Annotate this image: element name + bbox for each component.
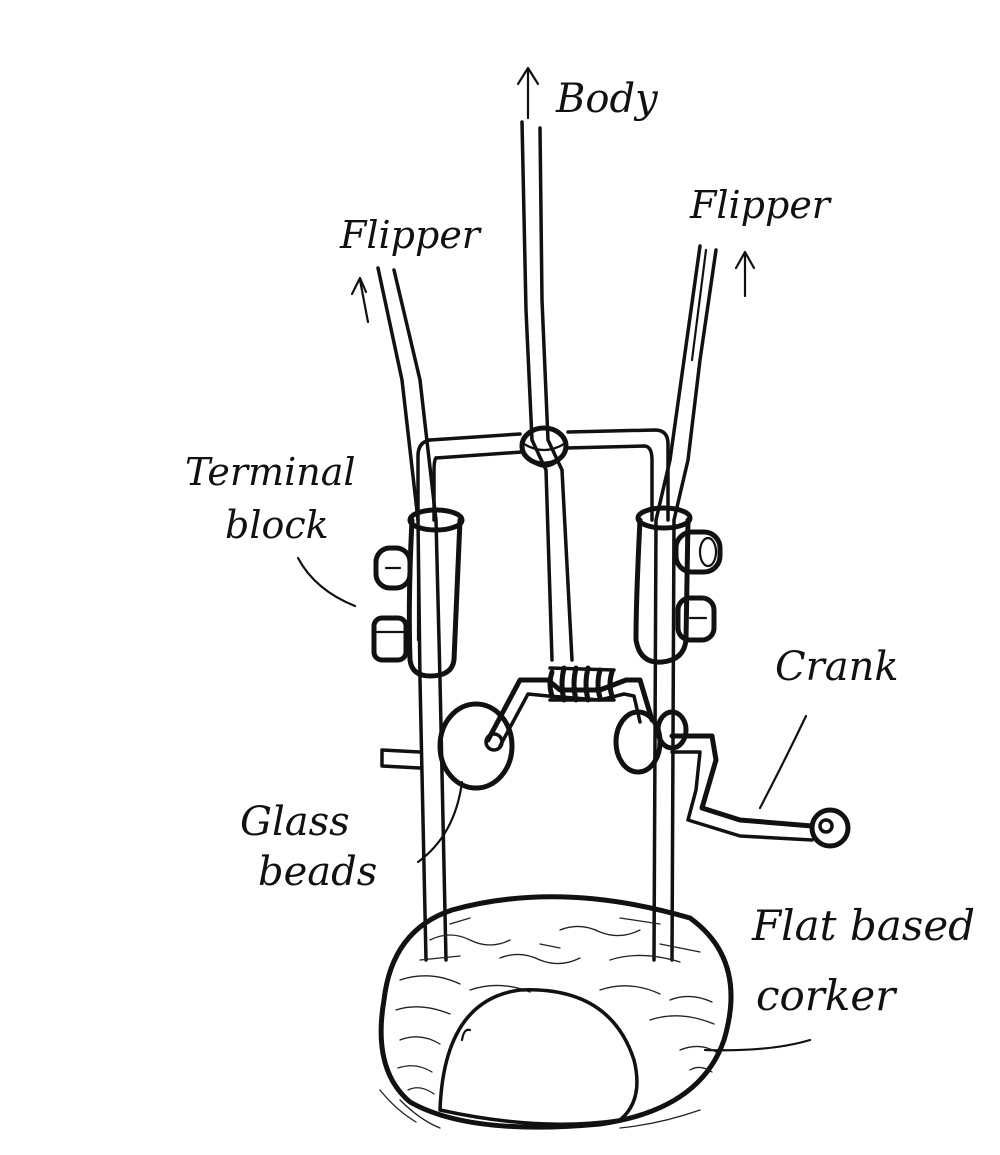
left-wire-stub — [382, 750, 420, 768]
label-body: Body — [518, 68, 659, 122]
glass-bead-right — [616, 712, 686, 772]
terminal-screw-upper-right — [676, 532, 720, 572]
flipper-wire-left — [378, 268, 446, 960]
top-coupling-ring — [522, 428, 566, 466]
glass-bead-left — [440, 704, 512, 788]
label-crank-text: Crank — [775, 644, 899, 690]
terminal-block-right — [636, 508, 720, 662]
label-glass-beads: Glass beads — [240, 782, 462, 895]
label-flipper-left-text: Flipper — [339, 213, 483, 257]
label-base-line2: corker — [756, 971, 898, 1020]
label-crank: Crank — [760, 644, 899, 808]
crank-handle — [672, 736, 848, 846]
label-flat-based-corker: Flat based corker — [705, 901, 975, 1050]
label-body-text: Body — [555, 76, 659, 122]
terminal-screw-upper-left — [376, 548, 410, 588]
top-crossbar — [418, 430, 668, 520]
label-terminal-block: Terminal block — [185, 450, 356, 606]
body-wire — [522, 122, 572, 660]
label-terminal-line1: Terminal — [185, 450, 356, 494]
label-glass-line2: beads — [258, 849, 377, 895]
label-flipper-left: Flipper — [339, 213, 483, 322]
label-terminal-line2: block — [225, 503, 329, 547]
flat-based-corker — [380, 897, 731, 1128]
label-flipper-right-text: Flipper — [689, 183, 833, 227]
label-base-line1: Flat based — [751, 901, 975, 950]
label-glass-line1: Glass — [240, 799, 350, 845]
terminal-screw-lower-right — [678, 598, 714, 640]
terminal-screw-lower-left — [374, 618, 406, 660]
